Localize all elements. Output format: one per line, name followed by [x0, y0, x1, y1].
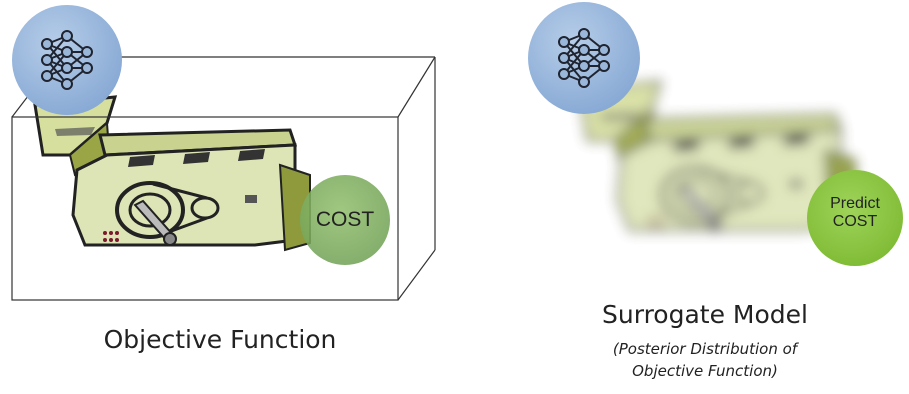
- neural-network-circle-right: [528, 2, 640, 114]
- surrogate-model-subcaption-line2: Objective Function): [632, 362, 778, 380]
- predict-cost-label: Predict COST: [830, 195, 880, 231]
- right-panel: [528, 2, 903, 266]
- surrogate-model-caption: Surrogate Model: [602, 300, 808, 329]
- objective-function-caption: Objective Function: [103, 325, 337, 354]
- predict-cost-circle: [807, 170, 903, 266]
- neural-network-circle: [12, 5, 122, 115]
- black-box-front: [11, 116, 399, 301]
- cost-label: COST: [315, 208, 375, 231]
- surrogate-model-subcaption-line1: (Posterior Distribution of: [612, 340, 798, 358]
- cost-circle: [300, 175, 390, 265]
- left-panel: [11, 5, 436, 301]
- machine-illustration: [33, 95, 312, 252]
